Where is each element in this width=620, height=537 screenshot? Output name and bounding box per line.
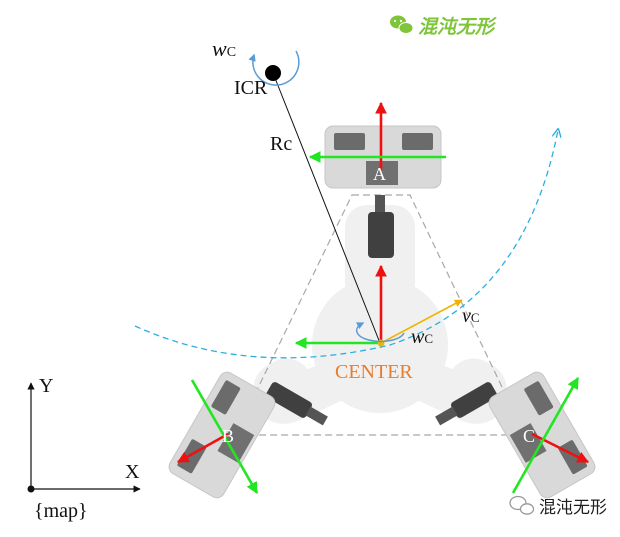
wheel-c bbox=[488, 371, 596, 499]
wc-top-label: wC bbox=[212, 36, 236, 61]
map-origin bbox=[27, 485, 35, 493]
rotation-arrow-center bbox=[355, 322, 405, 343]
wheel-c-green-arrow bbox=[511, 376, 580, 494]
motor-c bbox=[435, 382, 497, 426]
watermark-top-text: 混沌无形 bbox=[418, 16, 497, 38]
trajectory-arc bbox=[134, 130, 558, 359]
motor-a bbox=[368, 195, 394, 258]
wechat-icon bbox=[509, 495, 535, 515]
watermark-bottom: 混沌无形 bbox=[509, 495, 607, 518]
wheel-b bbox=[168, 371, 276, 499]
wheel-a-label: A bbox=[373, 164, 386, 184]
wheel-b-label: B bbox=[222, 426, 234, 446]
x-axis-label: X bbox=[125, 461, 140, 483]
icr-label: ICR bbox=[234, 77, 268, 99]
center-point bbox=[377, 339, 385, 347]
velocity-arrow bbox=[380, 299, 463, 344]
wheel-c-label: C bbox=[523, 426, 535, 446]
rotation-arrow-icr bbox=[248, 50, 300, 86]
watermark-top: 混沌无形 bbox=[390, 15, 497, 38]
wheel-c-red-arrow bbox=[531, 432, 590, 464]
y-axis-label: Y bbox=[39, 375, 53, 397]
icr-point bbox=[265, 65, 281, 81]
wheel-b-red-arrow bbox=[176, 432, 229, 464]
watermark-bottom-text: 混沌无形 bbox=[539, 498, 607, 518]
wc-center-label: wC bbox=[411, 326, 433, 348]
rc-label: Rc bbox=[270, 133, 292, 155]
radius-line bbox=[272, 72, 381, 344]
center-label: CENTER bbox=[335, 361, 413, 383]
wheel-b-green-arrow bbox=[190, 379, 259, 495]
vc-label: vC bbox=[462, 305, 480, 327]
motor-b bbox=[266, 382, 328, 426]
wechat-icon bbox=[390, 15, 414, 34]
map-frame-label: {map} bbox=[34, 500, 88, 522]
